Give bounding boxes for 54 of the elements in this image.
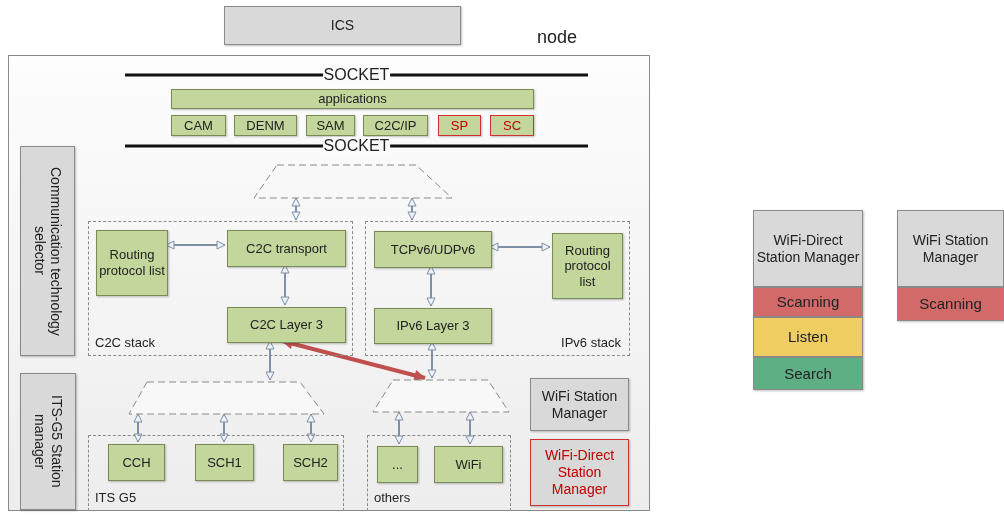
frame-title: node [536,27,577,49]
layer-box: DENM [234,115,297,136]
layer-box: C2C Layer 3 [227,307,346,343]
manager-box: ICS [224,6,461,45]
double-arrow [306,413,316,443]
double-arrow [280,264,290,306]
manager-box: WiFi-Direct Station Manager [530,439,629,506]
layer-box: SAM [306,115,355,136]
stack-group [88,435,344,511]
stack-group [88,221,353,356]
double-arrow [489,242,551,252]
layer-box: SCH1 [195,444,254,481]
double-arrow [291,197,301,221]
manager-box: ITS-G5 Station manager [20,373,76,510]
group-label: C2C stack [95,335,155,351]
manager-box: WiFi Station Manager [897,210,1004,287]
state-box: Scanning [897,287,1004,321]
layer-box: WiFi [434,446,503,483]
multiplexer-trapezoid [372,379,510,413]
layer-box: SP [438,115,481,136]
layer-box: SCH2 [283,444,338,481]
stack-group [367,435,511,511]
layer-box: IPv6 Layer 3 [374,308,492,344]
double-arrow [394,411,404,445]
stack-group [365,221,630,356]
multiplexer-trapezoid [128,381,325,415]
state-box: Listen [753,317,863,357]
layer-box: Routing protocol list [552,233,623,299]
manager-box: WiFi-Direct Station Manager [753,210,863,287]
layer-box: TCPv6/UDPv6 [374,231,492,268]
manager-box: WiFi Station Manager [530,378,629,431]
double-arrow [219,413,229,443]
group-label: others [374,490,411,506]
layer-box: Routing protocol list [96,230,168,296]
manager-box: Communication technology selector [20,146,75,356]
group-label: ITS G5 [95,490,137,506]
state-box: Search [753,357,863,390]
layer-box: applications [171,89,534,109]
double-arrow [426,265,436,307]
layer-box: ... [377,446,418,483]
layer-box: CCH [108,444,165,481]
double-arrow [465,411,475,445]
multiplexer-trapezoid [253,164,453,199]
double-arrow [265,340,275,381]
double-arrow [165,240,226,250]
group-label: IPv6 stack [561,335,621,351]
double-arrow [427,341,437,379]
double-arrow [133,413,143,443]
double-arrow [407,197,417,221]
layer-box: C2C/IP [363,115,428,136]
layer-box: CAM [171,115,226,136]
state-box: Scanning [753,287,863,317]
layer-box: C2C transport [227,230,346,267]
layer-box: SC [490,115,534,136]
